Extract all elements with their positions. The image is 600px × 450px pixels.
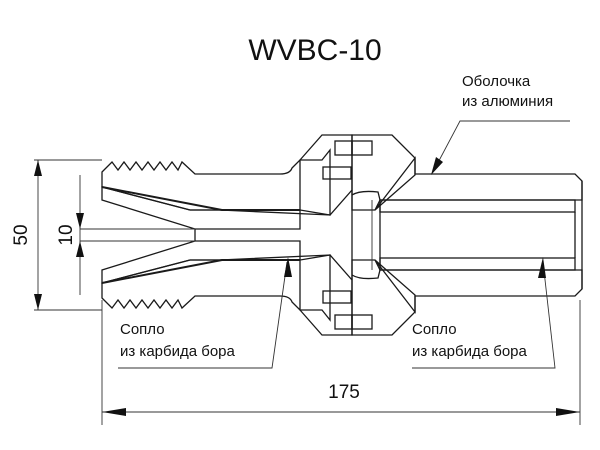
label-nozzle-right: Сопло из карбида бора bbox=[412, 257, 556, 369]
screw-thread-icon bbox=[351, 140, 373, 156]
dimension-overall-length: 175 bbox=[328, 382, 360, 403]
dimension-175: 175 bbox=[101, 300, 581, 425]
left-housing bbox=[101, 148, 331, 322]
right-shell bbox=[374, 156, 583, 314]
svg-text:из алюминия: из алюминия bbox=[462, 93, 553, 110]
svg-text:из карбида бора: из карбида бора bbox=[412, 343, 528, 360]
dimension-50: 50 bbox=[11, 159, 102, 311]
dimension-outer-diameter: 50 bbox=[11, 224, 32, 245]
svg-text:Оболочка: Оболочка bbox=[462, 73, 531, 90]
dimension-10: 10 bbox=[56, 175, 195, 295]
center-coupling bbox=[299, 134, 416, 336]
svg-text:из карбида бора: из карбида бора bbox=[120, 343, 236, 360]
screw-thread-icon bbox=[351, 314, 373, 330]
dimension-bore-diameter: 10 bbox=[56, 224, 77, 245]
screw-head-icon bbox=[334, 140, 353, 156]
drawing-title: WVBC-10 bbox=[248, 34, 381, 67]
svg-text:Сопло: Сопло bbox=[412, 321, 457, 338]
label-shell: Оболочка из алюминия bbox=[431, 73, 570, 175]
screw-head-icon bbox=[334, 314, 353, 330]
svg-text:Сопло: Сопло bbox=[120, 321, 165, 338]
label-nozzle-left: Сопло из карбида бора bbox=[118, 257, 292, 369]
